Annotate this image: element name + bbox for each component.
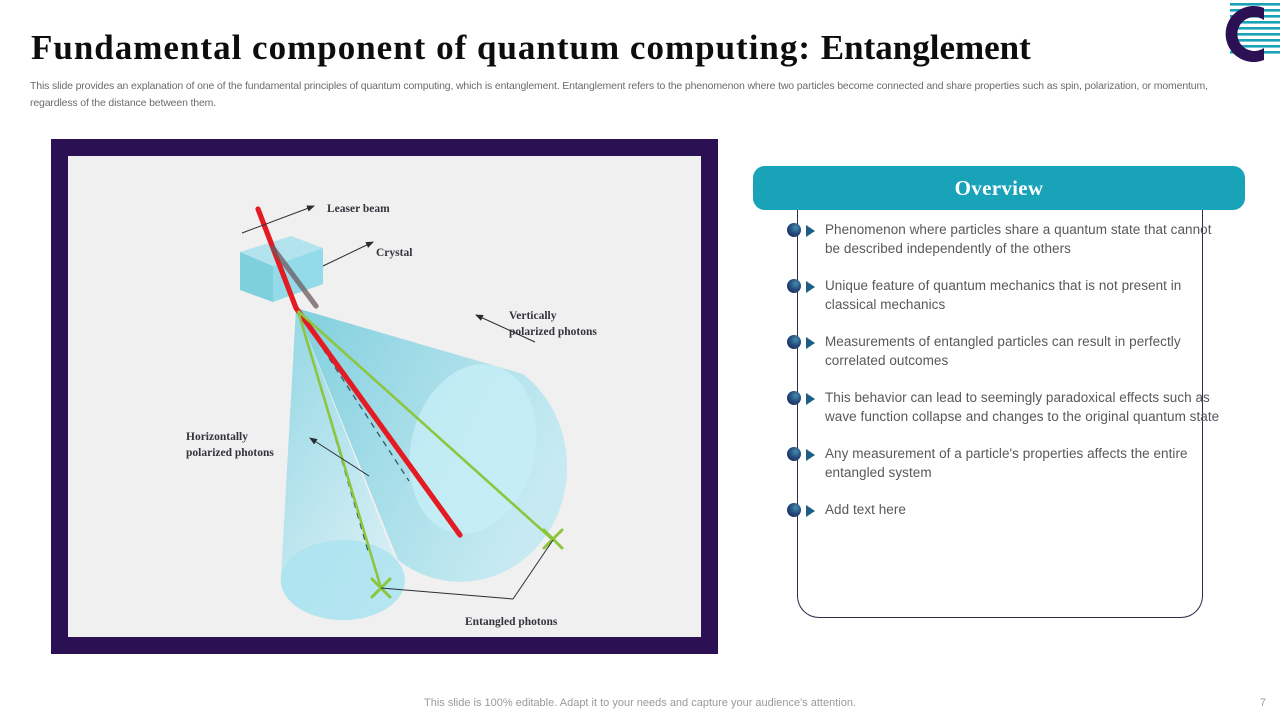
label-horizontally-polarized-photons-line1: Horizontally xyxy=(186,431,248,443)
label-laser-beam: Leaser beam xyxy=(327,203,390,215)
list-item[interactable]: This behavior can lead to seemingly para… xyxy=(753,388,1245,426)
diagram-leader-lines xyxy=(241,205,554,600)
bullet-dot-icon xyxy=(787,223,801,237)
list-item[interactable]: Any measurement of a particle's properti… xyxy=(753,444,1245,482)
bullet-dot-icon xyxy=(787,279,801,293)
list-item[interactable]: Measurements of entangled particles can … xyxy=(753,332,1245,370)
entangled-photon-paths xyxy=(296,310,554,589)
bullet-dot-icon xyxy=(787,335,801,349)
leader-horizontally-polarized xyxy=(309,437,370,477)
leader-entangled-left xyxy=(380,587,514,600)
leader-crystal xyxy=(322,241,374,267)
page-title: Fundamental component of quantum computi… xyxy=(31,28,1031,68)
laser-beam-ray xyxy=(255,206,463,538)
page-title-accent: Entanglement xyxy=(820,28,1031,67)
overview-header: Overview xyxy=(753,166,1245,210)
logo-ring-arc xyxy=(1225,6,1264,63)
list-item-label: This behavior can lead to seemingly para… xyxy=(825,390,1220,424)
overview-body-frame xyxy=(797,204,1203,618)
photon-marker-x-right xyxy=(542,528,564,550)
list-item[interactable]: Phenomenon where particles share a quant… xyxy=(753,220,1245,258)
bullet-arrow-icon xyxy=(806,337,815,349)
slide-header: Fundamental component of quantum computi… xyxy=(0,0,1280,120)
label-vertically-polarized-photons-line2: polarized photons xyxy=(509,326,597,338)
label-vertically-polarized-photons-line1: Vertically xyxy=(509,310,557,322)
bullet-dot-icon xyxy=(787,447,801,461)
label-horizontally-polarized-photons-line2: polarized photons xyxy=(186,447,274,459)
diagram-canvas: Leaser beam Crystal Vertically polarized… xyxy=(68,156,701,637)
ring-stripes-logo xyxy=(1225,3,1280,63)
diagram-card: Leaser beam Crystal Vertically polarized… xyxy=(51,139,718,654)
list-item-label: Any measurement of a particle's properti… xyxy=(825,446,1188,480)
list-item-label: Add text here xyxy=(825,502,906,517)
list-item[interactable]: Unique feature of quantum mechanics that… xyxy=(753,276,1245,314)
bullet-arrow-icon xyxy=(806,505,815,517)
list-item[interactable]: Add text here xyxy=(753,500,1245,528)
page-subtitle: This slide provides an explanation of on… xyxy=(30,80,1208,109)
leader-vertically-polarized xyxy=(475,314,536,343)
cone-vertically-polarized xyxy=(296,308,568,582)
list-item-label: Measurements of entangled particles can … xyxy=(825,334,1181,368)
bullet-arrow-icon xyxy=(806,281,815,293)
bullet-arrow-icon xyxy=(806,225,815,237)
entanglement-diagram: Leaser beam Crystal Vertically polarized… xyxy=(186,203,597,628)
page-number: 7 xyxy=(1259,697,1266,709)
leader-laser-beam xyxy=(241,205,315,234)
bullet-arrow-icon xyxy=(806,393,815,405)
bullet-dot-icon xyxy=(787,391,801,405)
leader-entangled-right xyxy=(512,539,554,600)
list-item-label: Unique feature of quantum mechanics that… xyxy=(825,278,1182,312)
bullet-dot-icon xyxy=(787,503,801,517)
page-title-lead: Fundamental component of quantum computi… xyxy=(31,28,821,67)
bullet-arrow-icon xyxy=(806,449,815,461)
overview-heading: Overview xyxy=(954,175,1044,200)
label-crystal: Crystal xyxy=(376,247,412,259)
overview-panel: Overview Phenomenon where particles shar… xyxy=(753,166,1245,652)
list-item-label: Phenomenon where particles share a quant… xyxy=(825,222,1212,256)
footer-note: This slide is 100% editable. Adapt it to… xyxy=(424,697,856,709)
label-entangled-photons: Entangled photons xyxy=(465,616,558,628)
crystal-box xyxy=(240,236,323,302)
overview-list: Phenomenon where particles share a quant… xyxy=(753,220,1245,546)
